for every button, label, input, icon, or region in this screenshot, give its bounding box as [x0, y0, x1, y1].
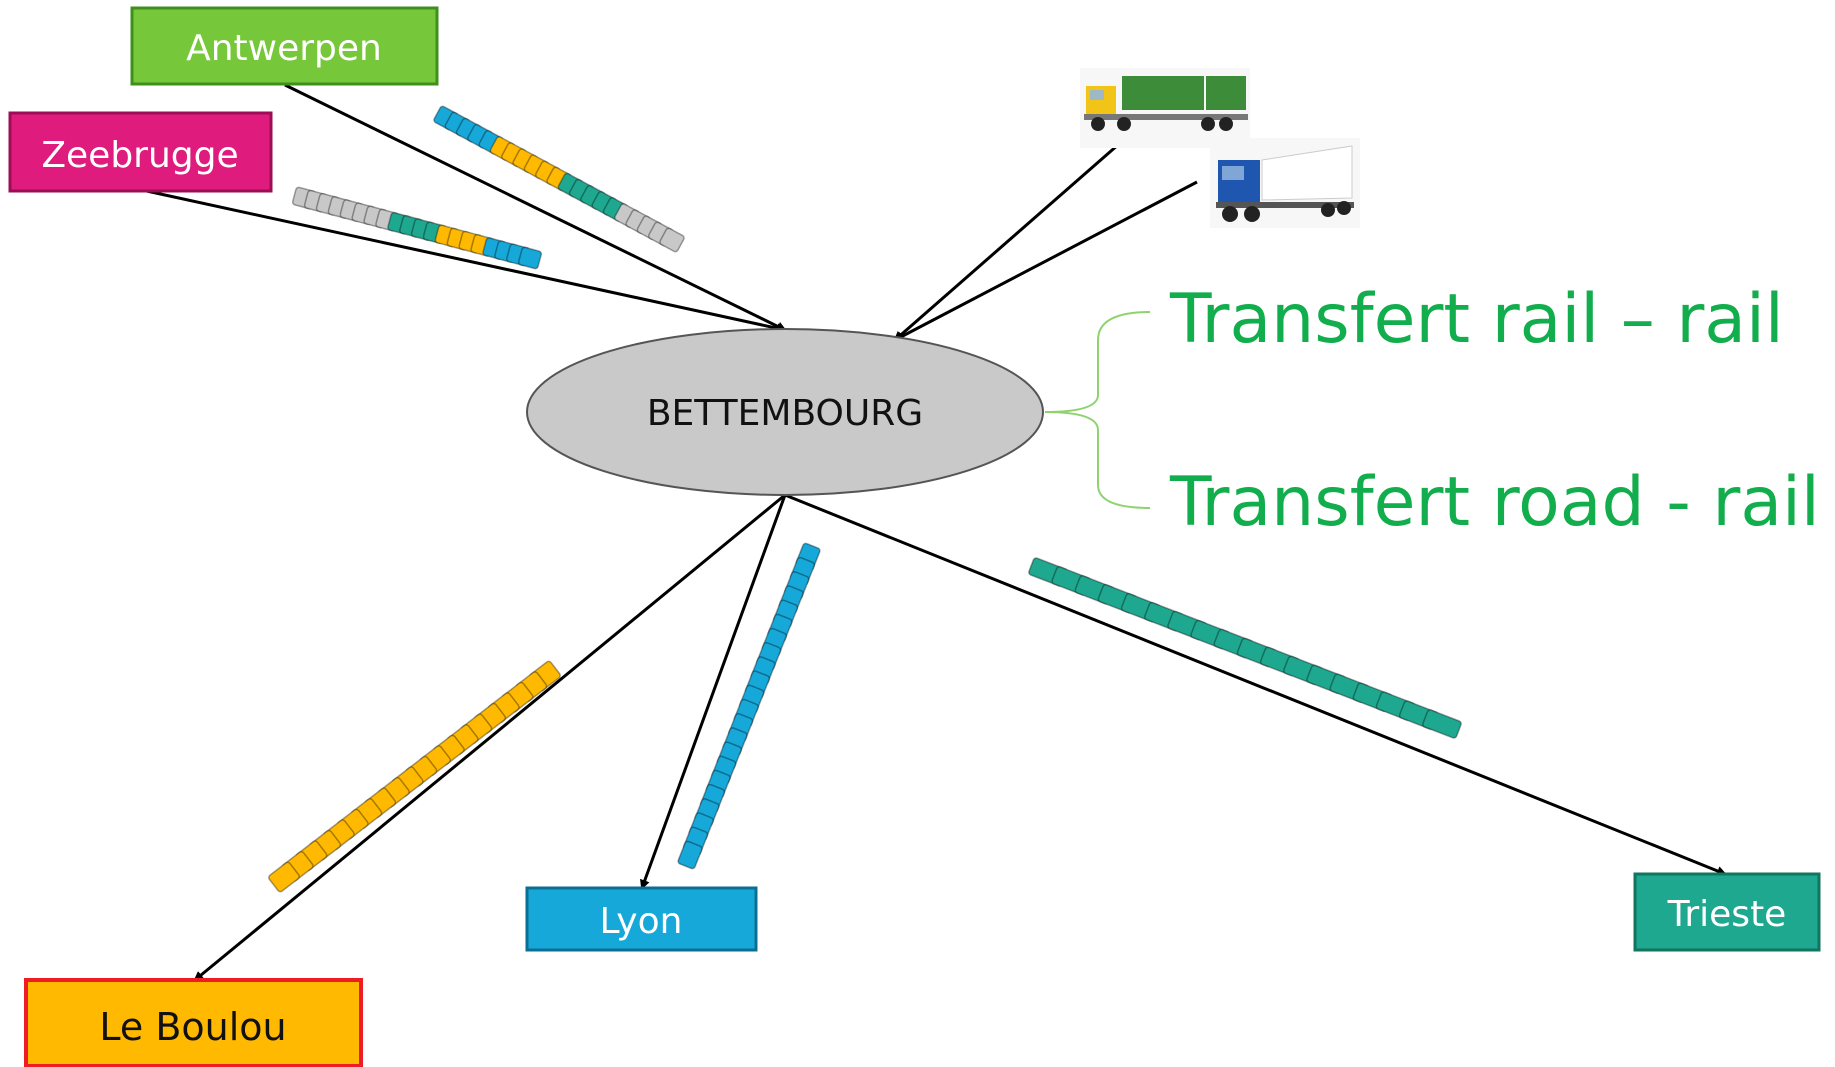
transfer-road-rail-label: Transfert road - rail	[1169, 463, 1820, 542]
route-truck1-line	[893, 128, 1136, 342]
origin-antwerpen: Antwerpen	[130, 6, 439, 86]
destination-le-boulou: Le Boulou	[24, 978, 363, 1067]
route-lyon-line	[640, 494, 787, 890]
wagon-trains	[268, 105, 1462, 893]
destination-le-boulou-label: Le Boulou	[99, 1005, 286, 1049]
route-antwerpen-line	[284, 83, 787, 332]
route-trieste-line	[784, 493, 1727, 876]
lyon-train-wagon	[677, 840, 703, 870]
origin-antwerpen-label: Antwerpen	[186, 28, 382, 69]
origin-zeebrugge-label: Zeebrugge	[41, 135, 238, 176]
hub-ellipse	[526, 328, 1044, 496]
route-zeebrugge-line	[141, 188, 787, 334]
trieste-train-wagon	[1422, 709, 1462, 739]
route-le-boulou-line	[193, 493, 786, 982]
hub-label: BETTEMBOURG	[647, 393, 923, 434]
zeebrugge-train-wagon	[517, 246, 543, 270]
antwerpen-train-wagon	[659, 227, 685, 253]
semi-truck-icon	[1210, 138, 1360, 228]
origin-zeebrugge: Zeebrugge	[8, 111, 273, 193]
destination-trieste: Trieste	[1633, 872, 1821, 952]
le-boulou-train-wagon	[268, 861, 300, 893]
container-truck-icon	[1080, 68, 1250, 148]
destination-lyon: Lyon	[525, 886, 758, 952]
destination-lyon-label: Lyon	[600, 901, 683, 942]
destination-trieste-label: Trieste	[1667, 894, 1787, 935]
transfer-brace	[1044, 311, 1151, 509]
route-truck2-line	[893, 180, 1198, 342]
transfer-rail-rail-label: Transfert rail – rail	[1169, 280, 1784, 359]
